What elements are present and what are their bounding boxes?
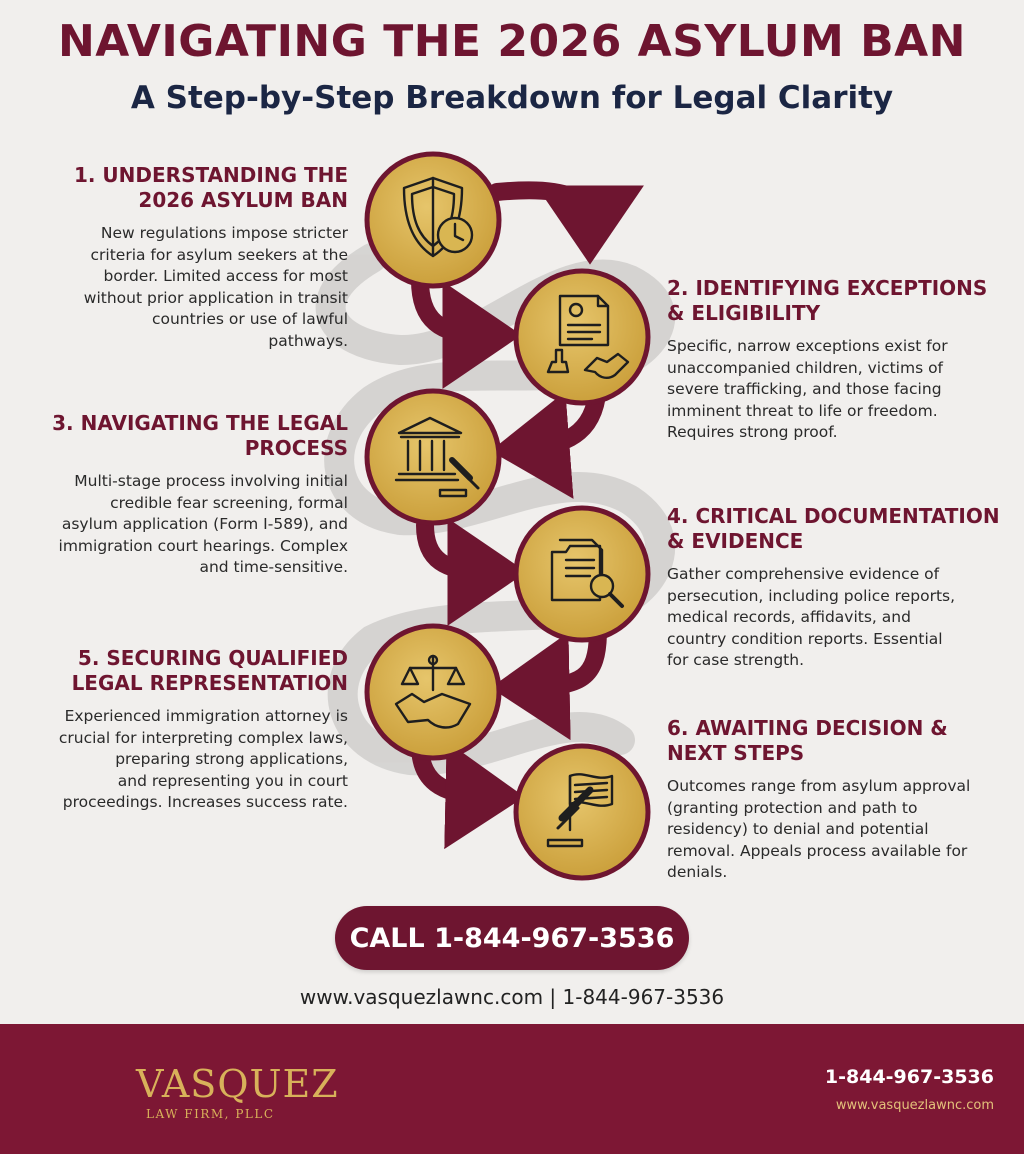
arrow-1-down bbox=[411, 271, 522, 389]
footer-website-link[interactable]: www.vasquezlawnc.com bbox=[835, 1098, 994, 1113]
page-title: NAVIGATING THE 2026 ASYLUM BAN bbox=[57, 16, 967, 67]
step-2: 2. IDENTIFYING EXCEPTIONS& ELIGIBILITY S… bbox=[667, 276, 1002, 444]
step-5-body: Experienced immigration attorney is cruc… bbox=[58, 707, 348, 811]
step-2-body: Specific, narrow exceptions exist for un… bbox=[667, 337, 948, 441]
step-6-circle bbox=[513, 743, 651, 881]
contact-line: www.vasquezlawnc.com | 1-844-967-3536 bbox=[299, 985, 725, 1009]
step-2-circle bbox=[513, 268, 651, 406]
courthouse-gavel-icon bbox=[394, 416, 480, 498]
folder-magnifier-icon bbox=[550, 538, 624, 608]
brand-name: VASQUEZ bbox=[136, 1062, 339, 1106]
call-button[interactable]: CALL 1-844-967-3536 bbox=[335, 906, 689, 970]
step-6: 6. AWAITING DECISION &NEXT STEPS Outcome… bbox=[667, 716, 1002, 884]
arrow-3-down bbox=[416, 516, 527, 626]
footer-phone[interactable]: 1-844-967-3536 bbox=[824, 1066, 994, 1088]
page-subtitle: A Step-by-Step Breakdown for Legal Clari… bbox=[130, 80, 894, 116]
step-6-title: 6. AWAITING DECISION &NEXT STEPS bbox=[667, 716, 948, 765]
step-4-circle bbox=[513, 505, 651, 643]
step-circles bbox=[364, 151, 651, 881]
step-3-body: Multi-stage process involving initial cr… bbox=[58, 472, 348, 576]
document-stamp-handshake-icon bbox=[546, 294, 630, 380]
arrow-1-to-2-top bbox=[488, 181, 644, 265]
step-2-title: 2. IDENTIFYING EXCEPTIONS& ELIGIBILITY bbox=[667, 276, 988, 325]
step-4-body: Gather comprehensive evidence of persecu… bbox=[667, 565, 956, 669]
arrow-4-to-5 bbox=[490, 621, 607, 741]
flag-gavel-icon bbox=[546, 773, 614, 848]
footer-bar bbox=[0, 1024, 1024, 1154]
scales-handshake-icon bbox=[394, 654, 472, 729]
brand-subtitle: LAW FIRM, PLLC bbox=[146, 1107, 275, 1121]
step-6-body: Outcomes range from asylum approval (gra… bbox=[667, 777, 971, 881]
shield-clock-icon bbox=[402, 176, 474, 258]
step-1-body: New regulations impose stricter criteria… bbox=[83, 224, 348, 350]
step-4: 4. CRITICAL DOCUMENTATION& EVIDENCE Gath… bbox=[667, 504, 1002, 672]
step-4-title: 4. CRITICAL DOCUMENTATION& EVIDENCE bbox=[667, 504, 1000, 553]
step-5-circle bbox=[364, 623, 502, 761]
